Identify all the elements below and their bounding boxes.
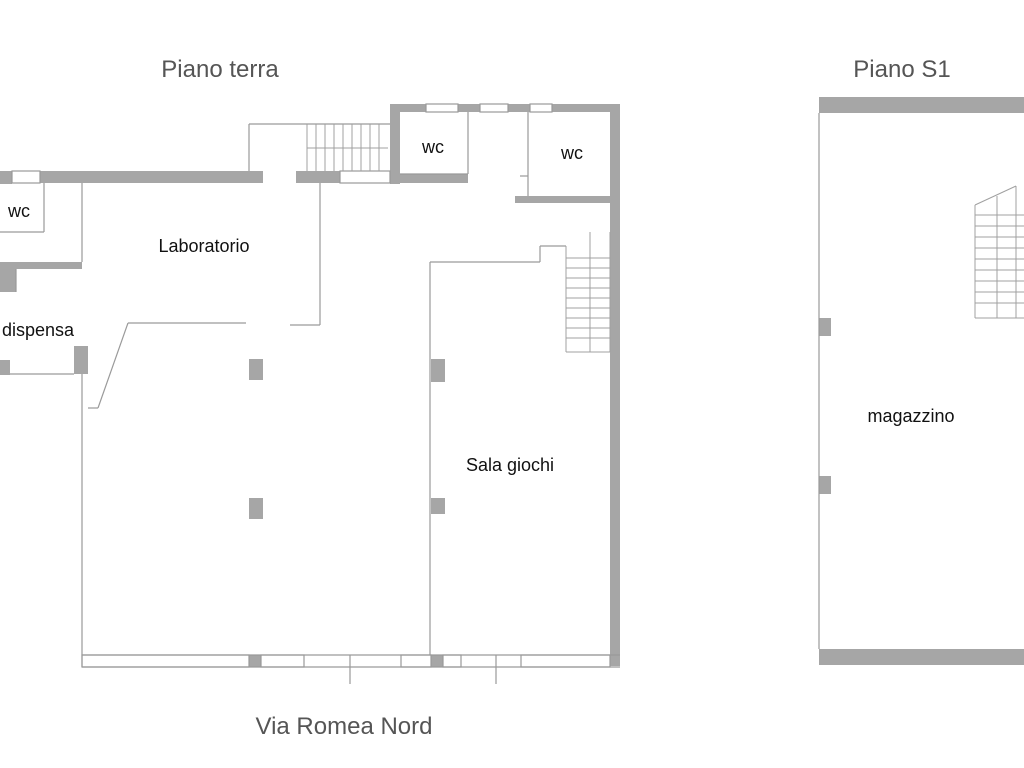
basement-plan: Piano S1 magazzino xyxy=(818,56,1024,665)
ground-floor-walls xyxy=(0,104,620,667)
room-label-wc-center: wc xyxy=(421,137,444,157)
room-label-wc-right: wc xyxy=(560,143,583,163)
room-label-laboratorio: Laboratorio xyxy=(158,236,249,256)
room-label-wc-left: wc xyxy=(7,201,30,221)
ground-floor-title: Piano terra xyxy=(161,56,279,83)
basement-title: Piano S1 xyxy=(853,56,950,83)
ground-floor-stairs-right xyxy=(565,232,611,353)
basement-walls xyxy=(819,97,1024,665)
room-label-magazzino: magazzino xyxy=(867,406,954,426)
street-name: Via Romea Nord xyxy=(256,713,433,740)
room-label-sala-giochi: Sala giochi xyxy=(466,455,554,475)
ground-floor-plan: Piano terra Via Romea Nord wc wc wc Labo… xyxy=(0,56,620,740)
room-label-dispensa: dispensa xyxy=(2,320,75,340)
ground-floor-stairs-top xyxy=(306,124,388,171)
ground-floor-thin-lines xyxy=(0,103,620,684)
basement-stairs xyxy=(974,185,1024,319)
